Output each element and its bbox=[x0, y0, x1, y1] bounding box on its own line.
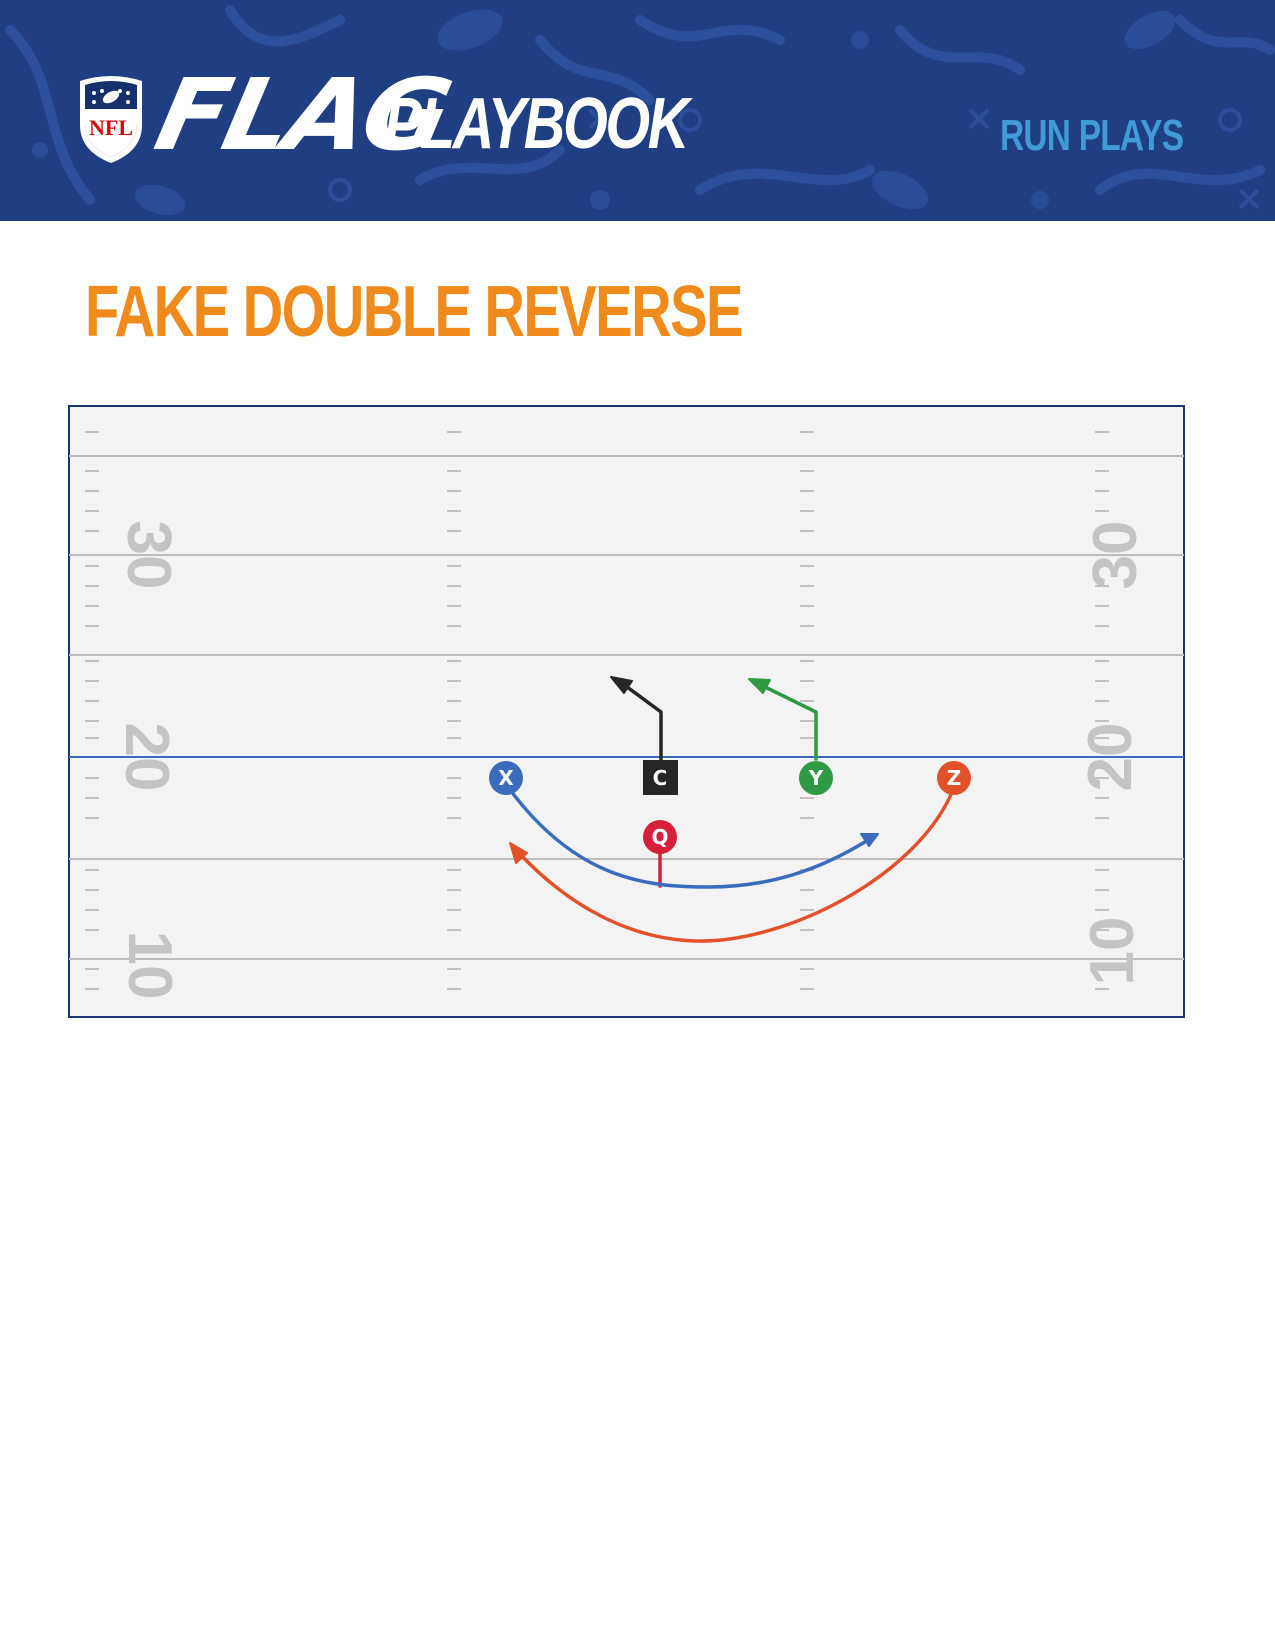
route-y-arrowhead bbox=[748, 678, 771, 694]
hash-marks bbox=[85, 431, 1109, 990]
route-z bbox=[517, 788, 955, 943]
player-q: Q bbox=[643, 820, 677, 854]
player-x-marker bbox=[489, 761, 523, 795]
player-x-label: X bbox=[498, 766, 514, 790]
nfl-logo-text: NFL bbox=[89, 115, 133, 140]
yard-numbers: 30 20 10 30 20 10 bbox=[112, 521, 1150, 1000]
yard-lines bbox=[69, 455, 1184, 960]
player-y: Y bbox=[799, 761, 833, 795]
route-c-arrowhead bbox=[610, 676, 633, 694]
player-c-marker bbox=[643, 760, 678, 795]
route-y bbox=[759, 683, 818, 761]
routes bbox=[509, 676, 955, 943]
play-title: FAKE DOUBLE REVERSE bbox=[85, 272, 743, 352]
play-diagram-field: 30 20 10 30 20 10 X C Y Z bbox=[68, 405, 1185, 1018]
players: X C Y Z Q bbox=[489, 760, 971, 854]
yard-number-30-left: 30 bbox=[114, 521, 183, 590]
yard-number-30-right: 30 bbox=[1081, 521, 1150, 590]
banner-pattern bbox=[5, 5, 1275, 216]
yard-number-10-left: 10 bbox=[115, 931, 184, 1000]
player-y-marker bbox=[799, 761, 833, 795]
player-y-label: Y bbox=[808, 766, 824, 790]
yard-number-20-right: 20 bbox=[1076, 723, 1145, 792]
player-z: Z bbox=[937, 761, 971, 795]
nfl-shield-logo: NFL bbox=[80, 76, 142, 163]
player-z-marker bbox=[937, 761, 971, 795]
player-q-label: Q bbox=[651, 825, 668, 849]
playbook-wordmark: PLAYBOOK bbox=[384, 84, 689, 164]
header-banner: NFL FLAG PLAYBOOK RUN PLAYS bbox=[0, 0, 1275, 221]
route-x-arrowhead bbox=[860, 833, 879, 847]
yard-number-10-right: 10 bbox=[1078, 917, 1147, 986]
field-turf bbox=[68, 405, 1185, 1018]
route-z-arrowhead bbox=[509, 842, 528, 864]
yard-number-20-left: 20 bbox=[112, 723, 181, 792]
player-c: C bbox=[643, 760, 678, 795]
player-x: X bbox=[489, 761, 523, 795]
route-c bbox=[621, 682, 663, 761]
section-label: RUN PLAYS bbox=[1000, 111, 1184, 160]
player-q-marker bbox=[643, 820, 677, 854]
route-x bbox=[509, 789, 870, 889]
player-z-label: Z bbox=[947, 766, 962, 790]
player-c-label: C bbox=[653, 766, 668, 790]
